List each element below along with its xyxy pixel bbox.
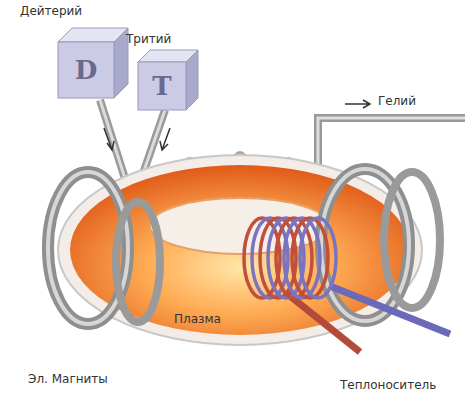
coolant-pipe-blue bbox=[330, 286, 450, 334]
coolant-label: Теплоноситель bbox=[340, 378, 436, 392]
plasma-label: Плазма bbox=[174, 312, 221, 326]
cube-outline bbox=[20, 4, 132, 102]
tank-label: Дейтерий bbox=[20, 4, 82, 18]
coil-turn bbox=[300, 218, 336, 298]
coolant-coil bbox=[244, 218, 336, 298]
tank-letter: T bbox=[152, 72, 171, 100]
front-magnets bbox=[48, 169, 440, 324]
flow-arrow bbox=[345, 100, 370, 108]
tank-letter: D bbox=[75, 56, 98, 84]
magnets-label: Эл. Магниты bbox=[28, 372, 108, 386]
coil-turn bbox=[284, 218, 320, 298]
cube-side bbox=[114, 28, 128, 98]
tank-label: Тритий bbox=[126, 32, 171, 46]
magnet-ring bbox=[116, 202, 160, 322]
fuel-tank-cube: ТритийT bbox=[126, 32, 202, 112]
cube-side bbox=[186, 50, 198, 110]
magnet-ring bbox=[384, 172, 440, 308]
coolant-pipe-red bbox=[285, 292, 360, 352]
coil-turn bbox=[292, 218, 328, 298]
cube-front bbox=[138, 62, 186, 110]
outlet-label: Гелий bbox=[378, 94, 416, 108]
fuel-tank-cube: ДейтерийD bbox=[20, 4, 132, 102]
flow-arrow bbox=[160, 128, 170, 150]
cube-front bbox=[58, 42, 114, 98]
flow-arrow bbox=[104, 128, 114, 150]
